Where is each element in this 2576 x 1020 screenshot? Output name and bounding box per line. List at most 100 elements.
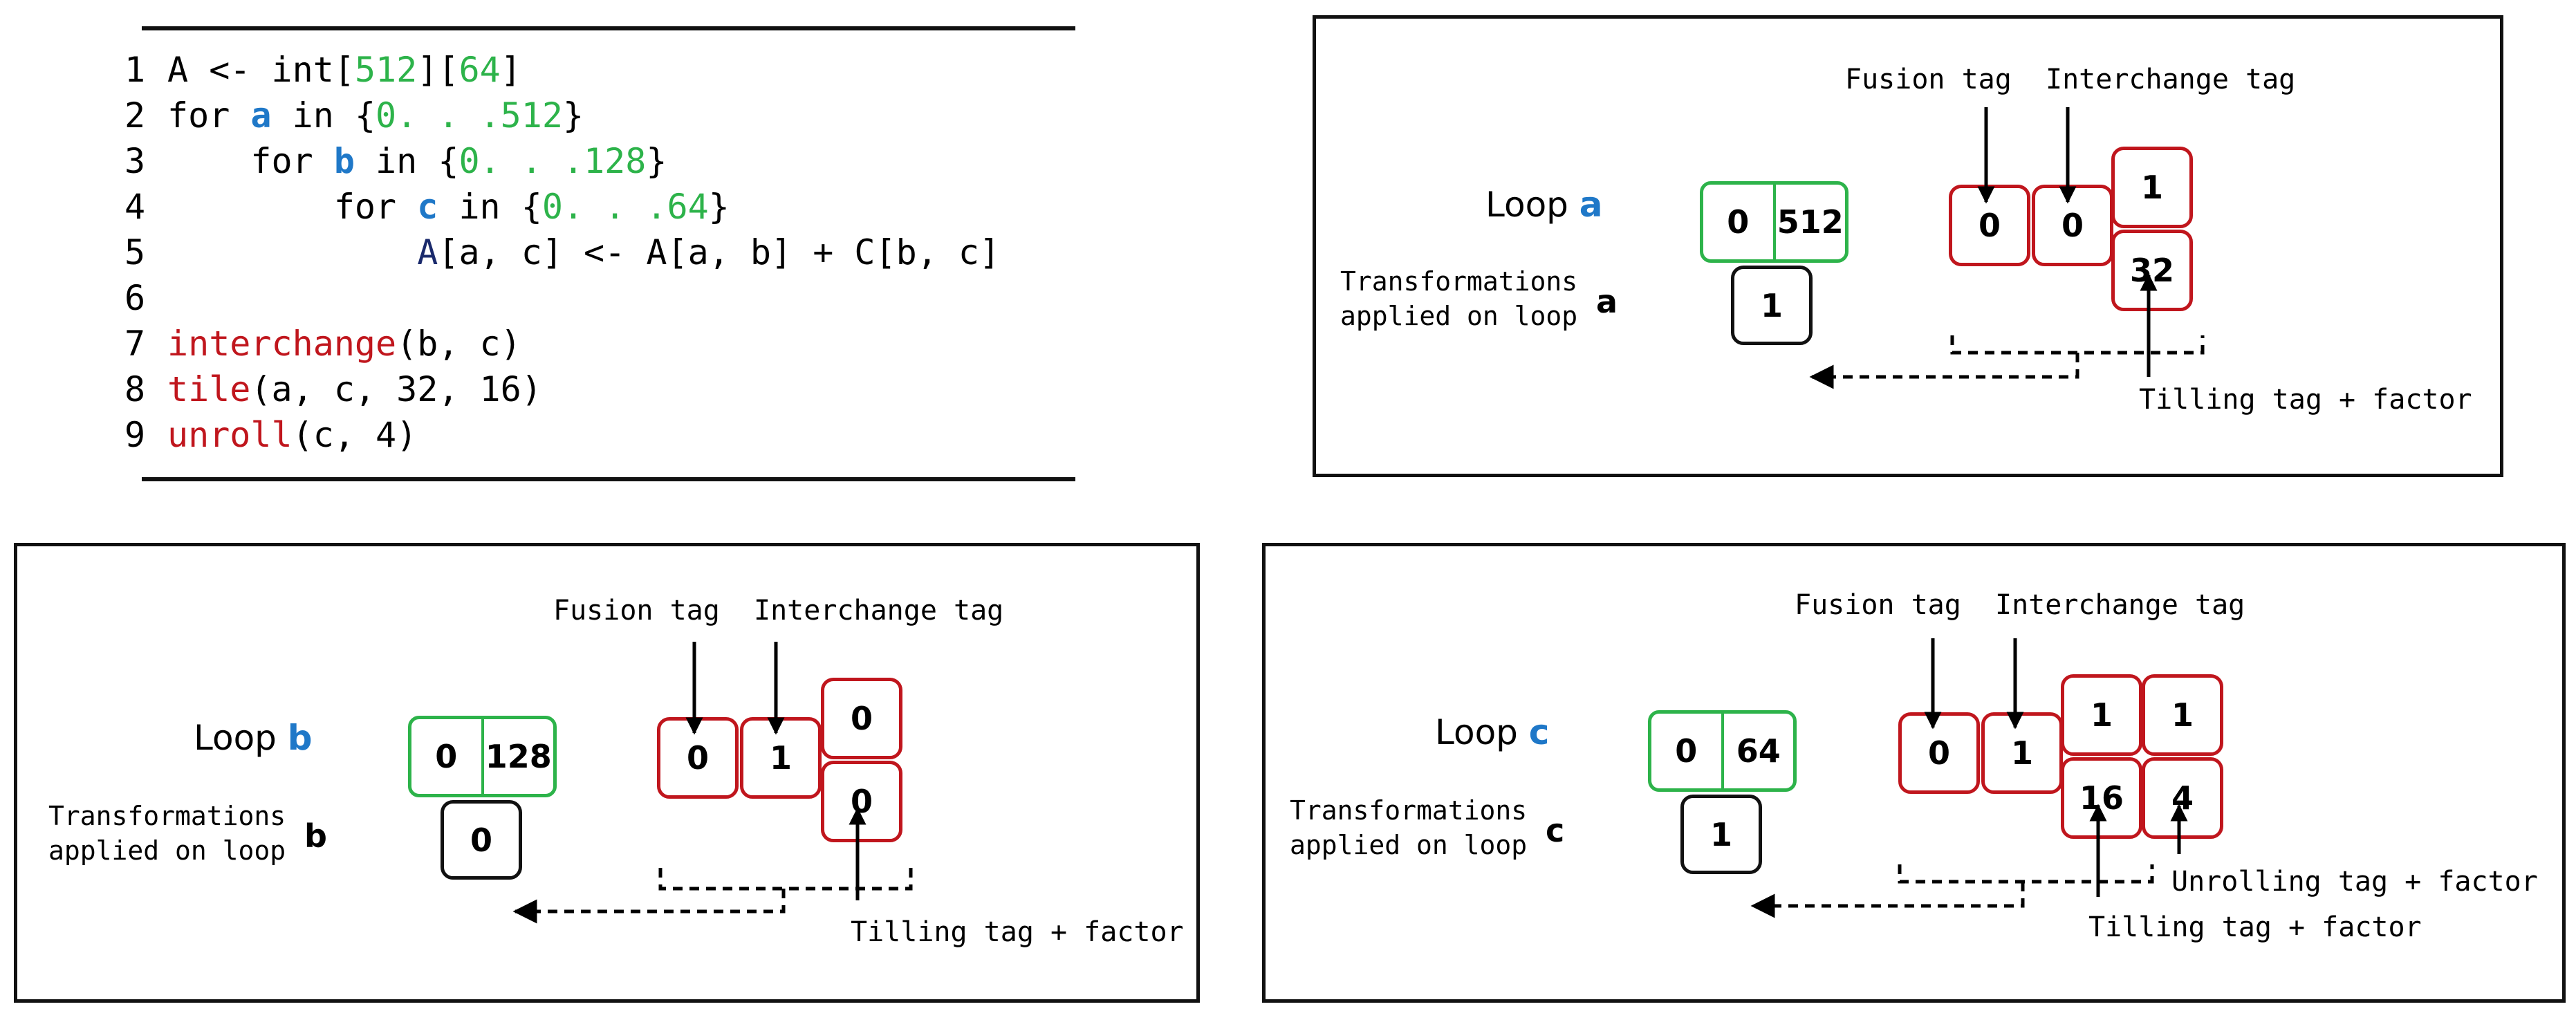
interchange-tag-box: 1 [1981, 712, 2063, 794]
loop-variable: b [287, 718, 313, 758]
code-token: (c, 4) [292, 415, 418, 455]
code-token: a [250, 95, 272, 136]
range-start: 0 [1675, 732, 1698, 770]
code-token: ][ [417, 50, 459, 90]
range-start: 0 [435, 738, 458, 775]
code-line: 6 [124, 275, 167, 321]
fusion-tag-box: 0 [1898, 712, 1980, 794]
code-token: [a, c] <- A[a, b] + C[b, c] [438, 232, 1001, 272]
code-line: 7 interchange(b, c) [124, 321, 521, 367]
code-token: 0. . .128 [458, 141, 647, 181]
loop-label: Loop a [1485, 185, 1603, 225]
applied-transformations-box: 1 [1680, 795, 1762, 874]
code-bottom-rule [142, 477, 1075, 481]
line-number: 4 [124, 187, 146, 227]
line-number: 1 [124, 50, 146, 90]
loop-variable: c [1528, 712, 1550, 752]
code-token [167, 232, 417, 272]
code-token: in { [438, 187, 542, 227]
line-number: 2 [124, 95, 146, 136]
code-token: A <- int[ [167, 50, 355, 90]
code-token: unroll [167, 415, 293, 455]
code-token: tile [167, 369, 251, 409]
code-token: 0. . .512 [376, 95, 563, 136]
tiling-tag-box: 1 [2061, 674, 2142, 756]
code-line: 9 unroll(c, 4) [124, 412, 417, 458]
code-token: in { [354, 141, 459, 181]
code-token: c [417, 187, 438, 227]
code-line: 1 A <- int[512][64] [124, 47, 521, 93]
unrolling-tag-box: 1 [2142, 674, 2223, 756]
tiling-tag-label: Tilling tag + factor [851, 916, 1184, 948]
code-token: } [646, 141, 667, 181]
code-token: for [167, 187, 418, 227]
code-token: for [167, 95, 251, 136]
tiling-tag-label: Tilling tag + factor [2088, 911, 2422, 943]
loop-label: Loop b [194, 718, 313, 758]
applied-transformations-box: 0 [441, 800, 522, 880]
fusion-tag-box: 0 [657, 717, 739, 799]
interchange-tag-box: 0 [2032, 185, 2113, 266]
code-line: 5 A[a, c] <- A[a, b] + C[b, c] [124, 230, 1000, 275]
tiling-tag-box: 0 [821, 678, 902, 759]
code-token: 512 [354, 50, 418, 90]
interchange-tag-label: Interchange tag [2046, 64, 2296, 95]
code-line: 8 tile(a, c, 32, 16) [124, 367, 542, 412]
line-number: 3 [124, 141, 146, 181]
code-token: 64 [458, 50, 501, 90]
line-number: 7 [124, 324, 146, 364]
tiling-tag-label: Tilling tag + factor [2139, 384, 2472, 416]
applied-transformations-box: 1 [1731, 266, 1813, 345]
code-token: (a, c, 32, 16) [250, 369, 542, 409]
transformations-variable: a [1596, 283, 1618, 320]
code-token: } [708, 187, 730, 227]
loop-range-box: 0 512 [1700, 181, 1848, 263]
code-top-rule [142, 26, 1075, 30]
loop-range-box: 0 64 [1648, 710, 1797, 792]
code-token: interchange [167, 324, 397, 364]
tiling-tag-box: 1 [2111, 147, 2193, 228]
code-token: 0. . .64 [541, 187, 709, 227]
tiling-factor-box: 16 [2061, 757, 2142, 839]
range-end: 512 [1772, 185, 1846, 259]
unrolling-factor-box: 4 [2142, 757, 2223, 839]
transformations-variable: c [1546, 812, 1565, 849]
loop-range-box: 0 128 [408, 716, 557, 797]
fusion-tag-label: Fusion tag [1795, 589, 1961, 621]
transformations-variable: b [304, 817, 327, 855]
code-line: 4 for c in {0. . .64} [124, 184, 730, 230]
tiling-factor-box: 0 [821, 761, 902, 842]
code-token: for [167, 141, 334, 181]
range-end: 64 [1721, 714, 1794, 788]
line-number: 8 [124, 369, 146, 409]
tiling-factor-box: 32 [2111, 230, 2193, 311]
interchange-tag-label: Interchange tag [1995, 589, 2245, 621]
code-token: } [562, 95, 584, 136]
fusion-tag-label: Fusion tag [553, 595, 720, 627]
line-number: 6 [124, 278, 146, 318]
interchange-tag-label: Interchange tag [754, 595, 1004, 627]
unrolling-tag-label: Unrolling tag + factor [2171, 866, 2538, 898]
fusion-tag-box: 0 [1949, 185, 2030, 266]
line-number: 9 [124, 415, 146, 455]
code-token: A [417, 232, 438, 272]
loop-variable: a [1579, 185, 1603, 225]
range-end: 128 [481, 719, 554, 794]
code-token: in { [271, 95, 376, 136]
code-line: 3 for b in {0. . .128} [124, 138, 667, 184]
code-token: (b, c) [396, 324, 521, 364]
interchange-tag-box: 1 [740, 717, 822, 799]
line-number: 5 [124, 232, 146, 272]
code-token: ] [500, 50, 521, 90]
range-start: 0 [1727, 203, 1750, 241]
code-token: b [333, 141, 355, 181]
fusion-tag-label: Fusion tag [1845, 64, 2012, 95]
loop-label: Loop c [1435, 712, 1550, 752]
code-line: 2 for a in {0. . .512} [124, 93, 584, 138]
